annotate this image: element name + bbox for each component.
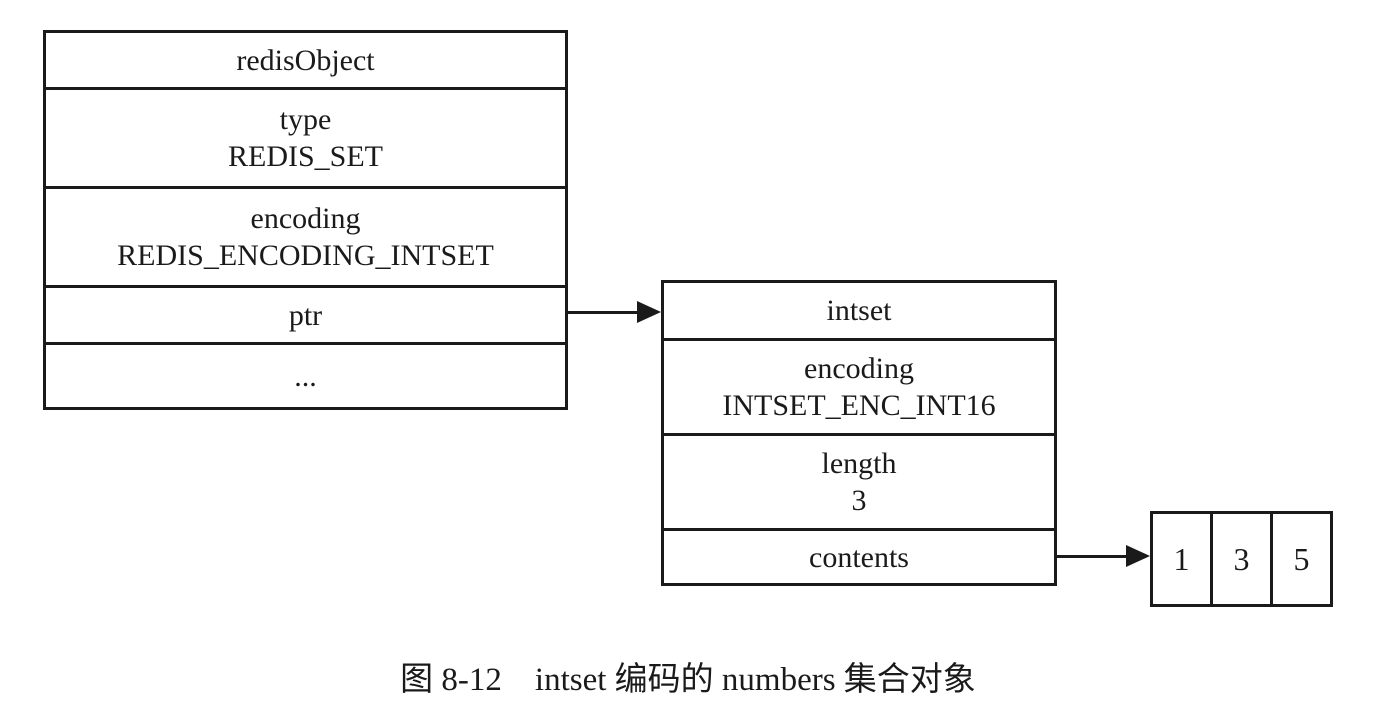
field-value: REDIS_SET — [227, 140, 383, 173]
contents-arrowhead-icon — [1126, 545, 1150, 567]
field-name: length — [821, 447, 897, 480]
contents-arrow-line — [1057, 555, 1129, 558]
contents-array: 1 3 5 — [1150, 511, 1333, 607]
intset-title-row: intset — [664, 283, 1054, 338]
redis-object-encoding-row: encoding REDIS_ENCODING_INTSET — [46, 186, 565, 285]
redis-object-box: redisObject type REDIS_SET encoding REDI… — [43, 30, 568, 410]
struct-title: intset — [826, 294, 892, 327]
ptr-arrow-line — [568, 311, 640, 314]
field-value: REDIS_ENCODING_INTSET — [117, 239, 494, 272]
field-name: encoding — [804, 352, 914, 385]
array-cell: 1 — [1173, 540, 1190, 577]
intset-contents-row: contents — [664, 528, 1054, 583]
ellipsis-text: ... — [294, 359, 317, 393]
redis-object-ellipsis-row: ... — [46, 342, 565, 407]
field-value: 3 — [851, 484, 867, 517]
redis-object-title-row: redisObject — [46, 33, 565, 87]
field-name: contents — [809, 540, 909, 574]
redis-object-ptr-row: ptr — [46, 285, 565, 342]
array-cell: 3 — [1210, 514, 1270, 604]
intset-encoding-row: encoding INTSET_ENC_INT16 — [664, 338, 1054, 433]
intset-length-row: length 3 — [664, 433, 1054, 528]
figure-caption: 图 8-12 intset 编码的 numbers 集合对象 — [400, 662, 976, 698]
field-name: ptr — [288, 298, 323, 332]
field-value: INTSET_ENC_INT16 — [722, 389, 996, 422]
intset-box: intset encoding INTSET_ENC_INT16 length … — [661, 280, 1057, 586]
struct-title: redisObject — [236, 43, 375, 77]
field-name: type — [279, 103, 332, 136]
ptr-arrowhead-icon — [637, 301, 661, 323]
redis-object-type-row: type REDIS_SET — [46, 87, 565, 186]
field-name: encoding — [250, 202, 361, 235]
array-cell: 5 — [1270, 514, 1330, 604]
